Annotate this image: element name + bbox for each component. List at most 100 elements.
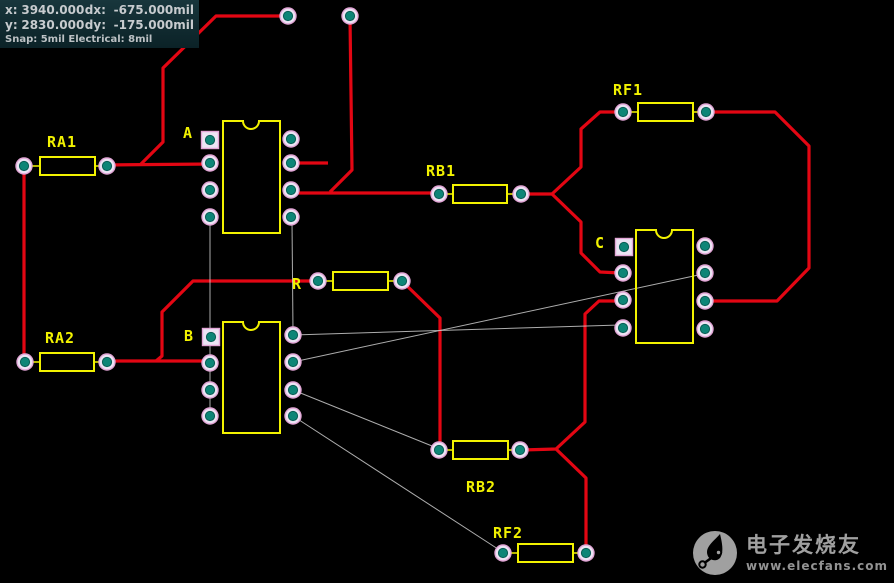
pad-round[interactable] [393, 272, 411, 290]
pad-round[interactable] [696, 292, 714, 310]
label-rf1[interactable]: RF1 [613, 81, 643, 99]
pad-round[interactable] [284, 353, 302, 371]
x-label: x: [5, 3, 18, 17]
resistor-r-outline[interactable] [332, 271, 389, 291]
pad-pin1-square[interactable] [614, 237, 634, 257]
copper-trace[interactable] [154, 279, 316, 363]
resistor-rf1-outline[interactable] [637, 102, 694, 122]
pad-round[interactable] [279, 7, 297, 25]
resistor-rb1-outline[interactable] [452, 184, 508, 204]
ratsnest-line [292, 415, 502, 552]
pad-round[interactable] [341, 7, 359, 25]
y-label: y: [5, 18, 18, 32]
unit-label: mil [173, 18, 194, 32]
designator-labels: RA1 RA2 RB1 RF1 RB2 RF2 R A B C [45, 81, 643, 542]
pad-round[interactable] [201, 181, 219, 199]
pad-round[interactable] [201, 208, 219, 226]
label-ic-c[interactable]: C [595, 234, 605, 252]
pad-round[interactable] [284, 381, 302, 399]
resistor-ra2-outline[interactable] [39, 352, 95, 372]
copper-trace[interactable] [554, 447, 588, 550]
copper-traces [22, 14, 811, 550]
pad-round[interactable] [201, 407, 219, 425]
silkscreen-outlines [31, 102, 699, 563]
pad-round[interactable] [696, 237, 714, 255]
label-rb1[interactable]: RB1 [426, 162, 456, 180]
y-value: 2830.000 [21, 18, 85, 32]
pad-round[interactable] [494, 544, 512, 562]
resistor-ra1-outline[interactable] [39, 156, 96, 176]
copper-trace[interactable] [521, 299, 621, 452]
ratsnest-line [292, 273, 704, 363]
ic-c-outline[interactable] [635, 229, 694, 344]
copper-trace[interactable] [708, 110, 811, 303]
pad-round[interactable] [284, 407, 302, 425]
pad-round[interactable] [98, 353, 116, 371]
dy-value: -175.000 [113, 18, 174, 32]
copper-trace[interactable] [103, 162, 213, 167]
snap-readout: Snap: 5mil Electrical: 8mil [5, 34, 153, 45]
pad-round[interactable] [614, 103, 632, 121]
pad-round[interactable] [697, 103, 715, 121]
pad-round[interactable] [696, 264, 714, 282]
pad-round[interactable] [614, 291, 632, 309]
elecfans-logo-icon [693, 531, 738, 575]
copper-trace[interactable] [550, 110, 621, 196]
label-ic-a[interactable]: A [183, 124, 193, 142]
copper-trace[interactable] [402, 281, 442, 448]
pad-round[interactable] [577, 544, 595, 562]
watermark-text: 电子发烧友 www.elecfans.com [746, 532, 888, 573]
pad-round[interactable] [98, 157, 116, 175]
pad-round[interactable] [284, 326, 302, 344]
pad-pin1-square[interactable] [200, 130, 220, 150]
x-value: 3940.000 [21, 3, 85, 17]
pad-round[interactable] [614, 319, 632, 337]
watermark-url: www.elecfans.com [746, 558, 888, 573]
watermark-brand: 电子发烧友 [746, 532, 862, 557]
ratsnest-lines [209, 220, 704, 552]
pad-round[interactable] [430, 185, 448, 203]
ratsnest-line [292, 324, 621, 336]
dx-label: dx: [84, 3, 106, 17]
resistor-rf2-outline[interactable] [517, 543, 574, 563]
pad-round[interactable] [512, 185, 530, 203]
ratsnest-line [291, 220, 294, 332]
pad-round[interactable] [511, 441, 529, 459]
pad-round[interactable] [15, 157, 33, 175]
pad-round[interactable] [282, 130, 300, 148]
ratsnest-line [292, 389, 438, 449]
pad-round[interactable] [696, 320, 714, 338]
pad-round[interactable] [201, 354, 219, 372]
copper-trace[interactable] [328, 17, 354, 194]
dy-label: dy: [84, 18, 106, 32]
copper-trace[interactable] [139, 14, 288, 166]
pad-round[interactable] [282, 208, 300, 226]
dx-value: -675.000 [113, 3, 174, 17]
pad-round[interactable] [430, 441, 448, 459]
pad-round[interactable] [16, 353, 34, 371]
label-ra1[interactable]: RA1 [47, 133, 77, 151]
label-r[interactable]: R [292, 275, 302, 293]
label-ic-b[interactable]: B [184, 327, 194, 345]
pad-round[interactable] [282, 154, 300, 172]
label-rb2[interactable]: RB2 [466, 478, 496, 496]
pad-round[interactable] [201, 381, 219, 399]
watermark: 电子发烧友 www.elecfans.com [691, 529, 888, 577]
copper-trace[interactable] [550, 192, 622, 275]
pad-round[interactable] [309, 272, 327, 290]
label-ra2[interactable]: RA2 [45, 329, 75, 347]
label-rf2[interactable]: RF2 [493, 524, 523, 542]
ic-b-outline[interactable] [222, 321, 281, 434]
ic-a-outline[interactable] [222, 120, 281, 234]
unit-label: mil [173, 3, 194, 17]
pad-round[interactable] [201, 154, 219, 172]
pad-round[interactable] [614, 264, 632, 282]
pad-pin1-square[interactable] [201, 327, 221, 347]
pad-round[interactable] [282, 181, 300, 199]
resistor-rb2-outline[interactable] [452, 440, 509, 460]
